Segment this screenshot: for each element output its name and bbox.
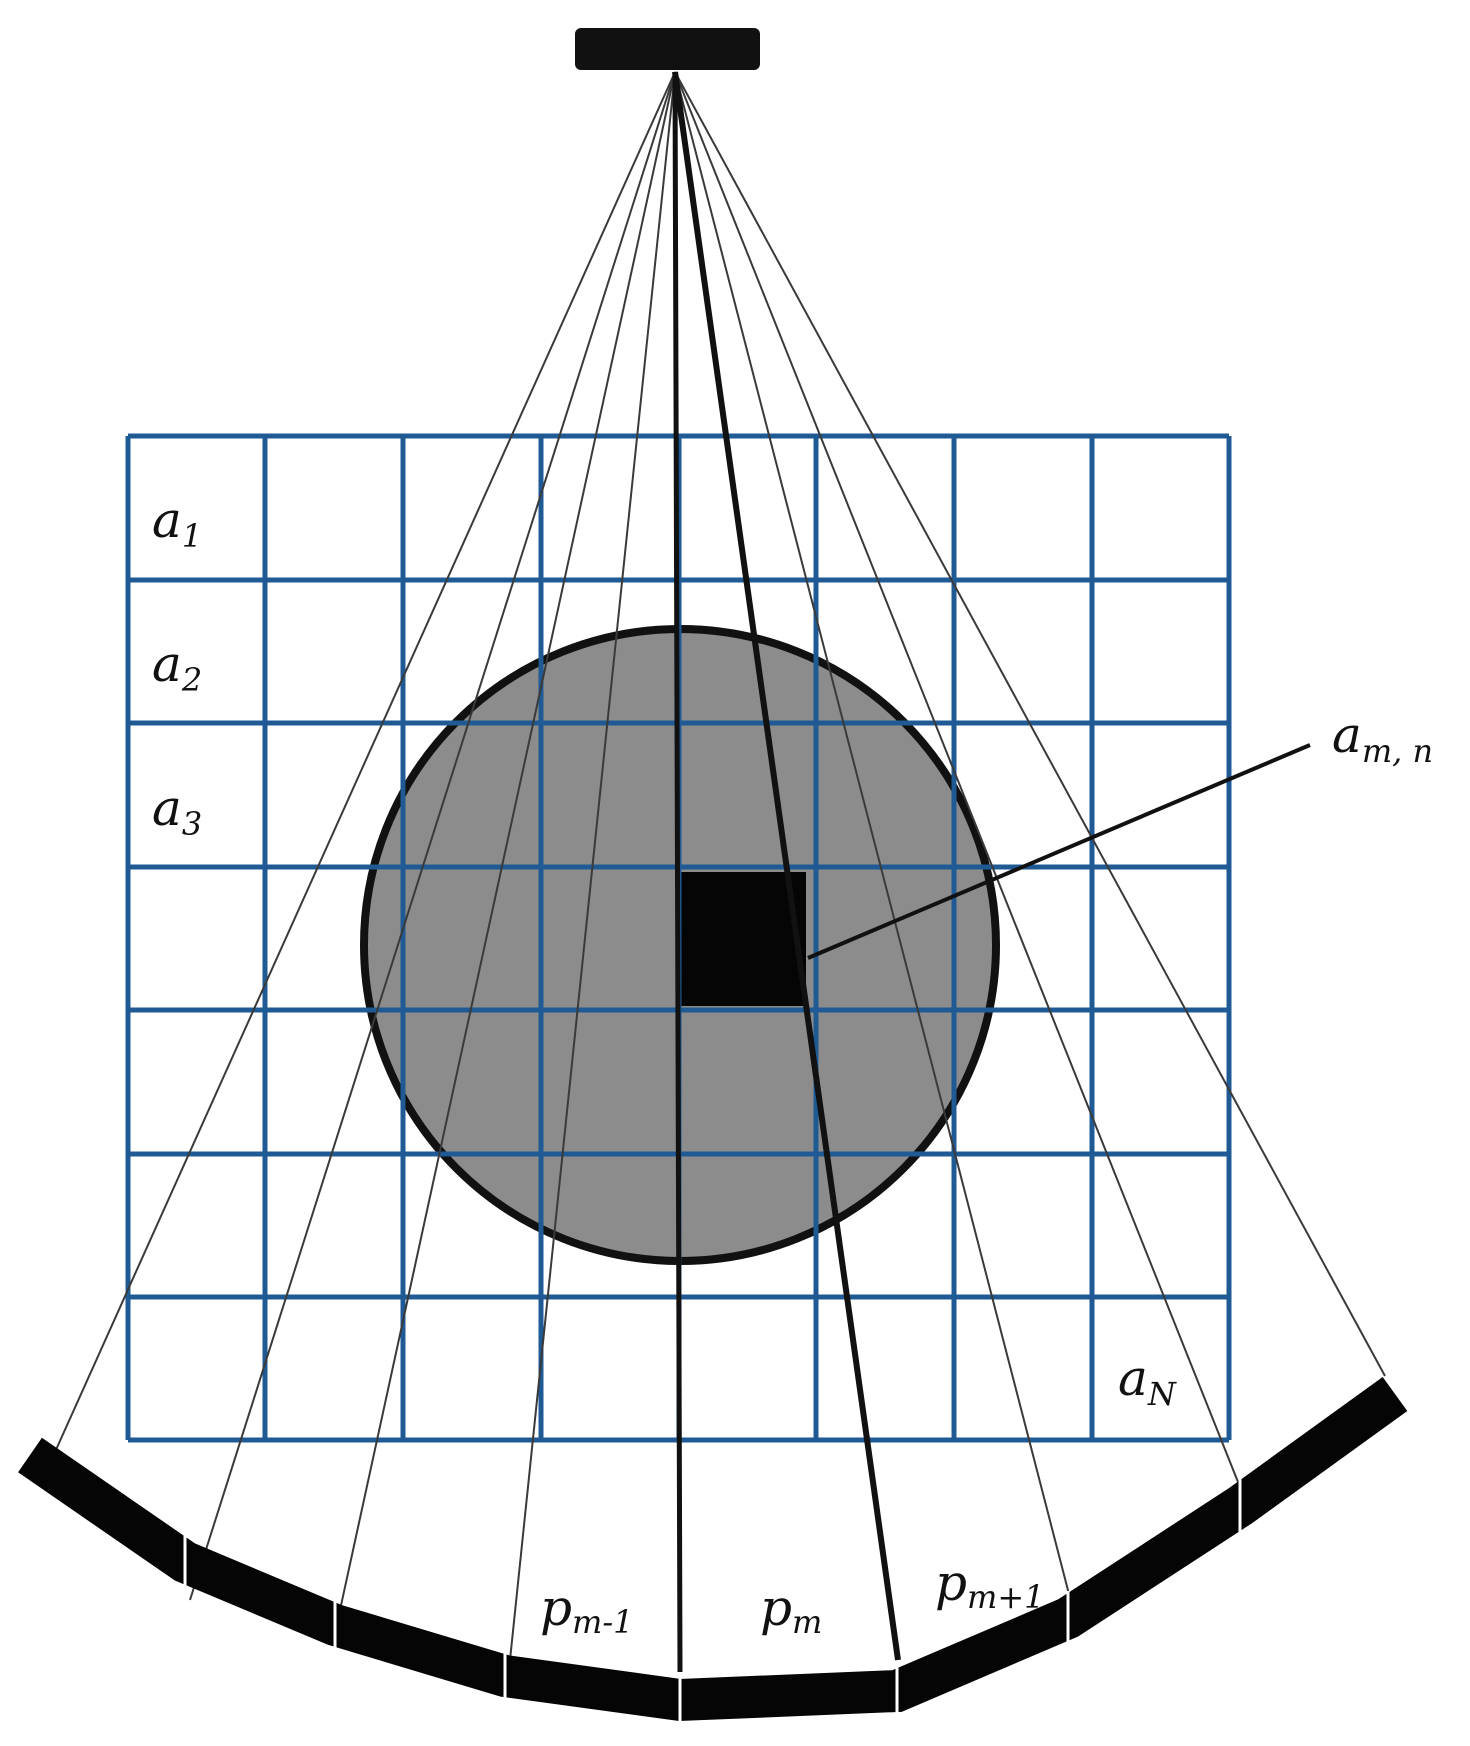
label-a3: a3	[152, 779, 202, 843]
label-amn: am, n	[1332, 706, 1433, 770]
label-p-m-plus-1: pm+1	[935, 1554, 1045, 1616]
label-aN: aN	[1118, 1349, 1177, 1413]
ray-line	[339, 71, 676, 1611]
ray-line	[674, 71, 1071, 1599]
label-p-m: pm	[760, 1579, 822, 1641]
ray-fan	[54, 71, 1386, 1661]
central-ray	[672, 71, 683, 1673]
ray-line	[674, 71, 1386, 1377]
ray-line	[189, 71, 676, 1601]
label-p-m-minus-1: pm-1	[540, 1579, 634, 1641]
detector-segment-gaps	[183, 1479, 1242, 1727]
ray-line	[509, 71, 676, 1661]
label-a1: a1	[152, 491, 202, 555]
label-a2: a2	[152, 635, 202, 699]
xray-source	[575, 28, 760, 70]
pixel-amn	[678, 872, 806, 1006]
ray-line	[674, 71, 1241, 1488]
amn-pointer-line	[807, 743, 1311, 960]
ray-through-pixel	[672, 71, 901, 1661]
ray-line	[54, 71, 676, 1453]
